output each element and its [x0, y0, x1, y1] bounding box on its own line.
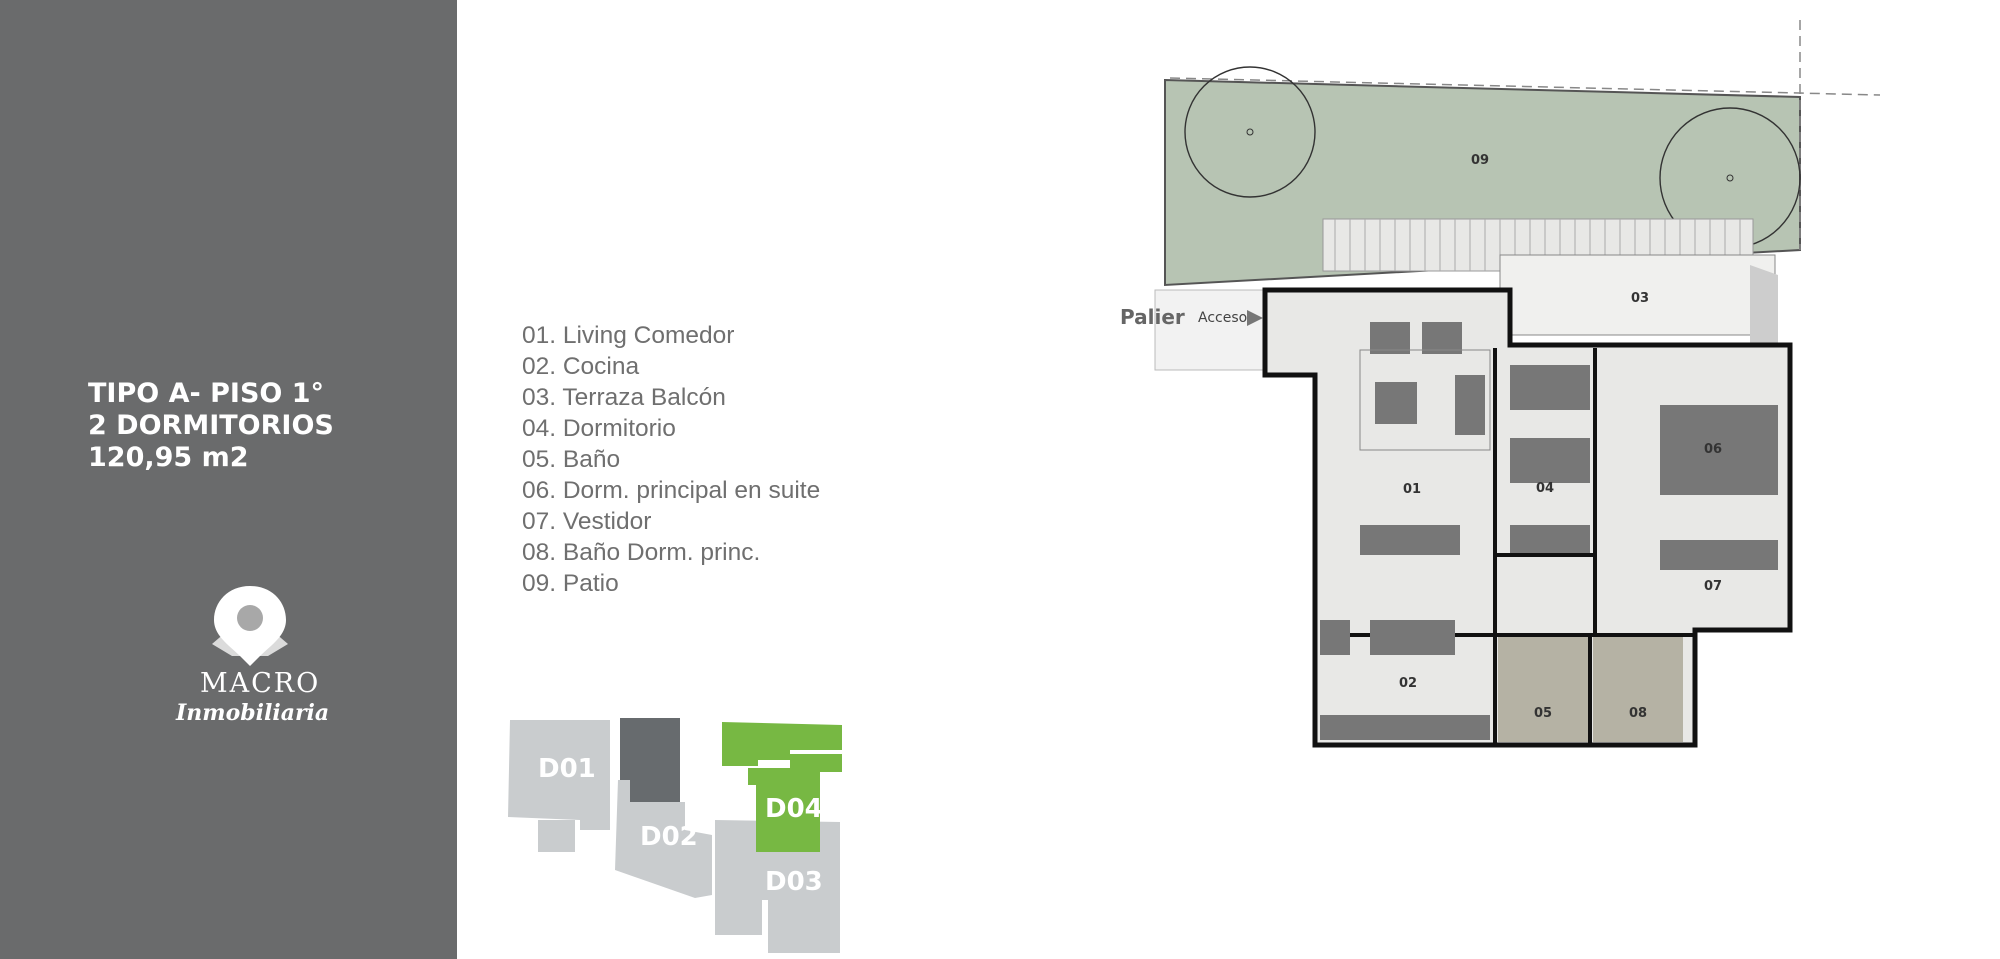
- keyplan-unit-d04-strip: [790, 754, 842, 772]
- closet: [1660, 540, 1778, 570]
- kitchen-island: [1370, 620, 1455, 655]
- room-label-04: 04: [1536, 481, 1554, 496]
- logo-wordmark: MACRO: [200, 668, 321, 699]
- sidebar: [0, 0, 457, 959]
- property-line: [1169, 77, 1881, 96]
- room-label-01: 01: [1403, 482, 1421, 497]
- floor-plan: 01 02 03 04 05 06 07 08 09 Palier Acceso: [1120, 20, 1881, 748]
- legend-item: 01. Living Comedor: [522, 322, 735, 349]
- keyplan-unit-d03-annex: [715, 900, 762, 935]
- room-label-03: 03: [1631, 291, 1649, 306]
- legend-item: 08. Baño Dorm. princ.: [522, 539, 761, 566]
- legend-item: 09. Patio: [522, 570, 619, 597]
- key-plan: D01 D02 D03 D04: [508, 718, 842, 953]
- logo-subtitle: Inmobiliaria: [176, 700, 330, 726]
- room-legend: 01. Living Comedor 02. Cocina 03. Terraz…: [522, 320, 820, 599]
- map-pin-logo-icon: [212, 586, 288, 666]
- terrace-ramp: [1750, 265, 1778, 355]
- bath-05: [1498, 637, 1588, 742]
- sofa-armchair: [1370, 322, 1410, 354]
- acceso-label: Acceso: [1198, 310, 1247, 326]
- bed-single: [1510, 438, 1590, 483]
- keyplan-label-d02: D02: [640, 822, 698, 852]
- room-label-06: 06: [1704, 442, 1722, 457]
- fridge: [1320, 620, 1350, 655]
- room-label-02: 02: [1399, 676, 1417, 691]
- keyplan-unit-d01: [508, 720, 610, 830]
- keyplan-unit-d04-body: [748, 768, 820, 852]
- wardrobe: [1510, 525, 1590, 553]
- keyplan-unit-d01-annex: [538, 820, 575, 852]
- bath-08: [1593, 637, 1683, 742]
- tree-left: [1184, 66, 1316, 198]
- unit-bedrooms: 2 DORMITORIOS: [88, 410, 334, 441]
- legend-item: 05. Baño: [522, 446, 621, 473]
- sofa-armchair: [1422, 322, 1462, 354]
- sofa: [1455, 375, 1485, 435]
- keyplan-unit-d03: [715, 820, 840, 953]
- legend-item: 07. Vestidor: [522, 508, 652, 535]
- kitchen-counter: [1320, 715, 1490, 740]
- unit-title: TIPO A- PISO 1°: [88, 378, 325, 409]
- legend-item: 04. Dormitorio: [522, 415, 676, 442]
- keyplan-label-d03: D03: [765, 867, 823, 897]
- bed-single: [1510, 365, 1590, 410]
- keyplan-unit-d02: [615, 780, 712, 898]
- palier-label: Palier: [1120, 305, 1185, 329]
- legend-item: 06. Dorm. principal en suite: [522, 477, 821, 504]
- unit-title-block: TIPO A- PISO 1° 2 DORMITORIOS 120,95 m2: [88, 378, 334, 474]
- room-label-07: 07: [1704, 579, 1722, 594]
- room-label-05: 05: [1534, 706, 1552, 721]
- bed-double: [1660, 405, 1778, 495]
- legend-item: 02. Cocina: [522, 353, 640, 380]
- terrace-area: [1499, 254, 1776, 336]
- dining-table: [1360, 525, 1460, 555]
- legend-item: 03. Terraza Balcón: [522, 384, 726, 411]
- room-label-09: 09: [1471, 153, 1489, 168]
- coffee-table: [1375, 382, 1417, 424]
- keyplan-label-d04: D04: [765, 794, 823, 824]
- room-label-08: 08: [1629, 706, 1647, 721]
- keyplan-stair: [620, 718, 680, 805]
- rug: [1359, 349, 1491, 451]
- unit-area: 120,95 m2: [88, 442, 249, 473]
- entrance-arrow-icon: [1247, 310, 1263, 326]
- keyplan-label-d01: D01: [538, 754, 596, 784]
- keyplan-unit-d04: [722, 722, 842, 766]
